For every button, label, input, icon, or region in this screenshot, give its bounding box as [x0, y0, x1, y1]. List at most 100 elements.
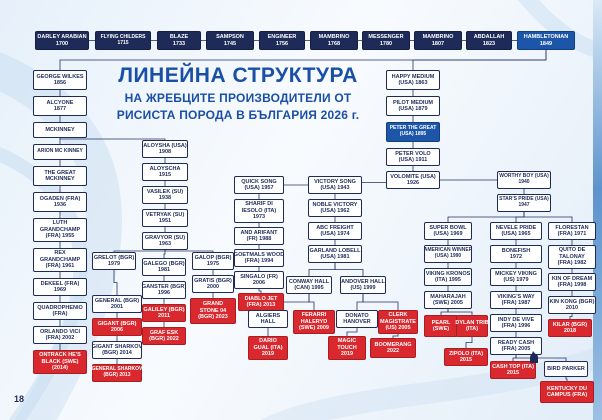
- edge-gravyor-galego: [163, 250, 166, 258]
- node-line: (FRA) 1971: [557, 231, 587, 237]
- node-line: FERARRI: [301, 312, 327, 319]
- node-line: 1936: [53, 202, 67, 208]
- node-line: VICTORY SONG: [314, 178, 356, 185]
- node-line: 1981: [157, 267, 171, 273]
- node-line: (FRA) 2002: [45, 335, 75, 341]
- node-line: 2006: [252, 280, 266, 286]
- node-diablo: DIABLO JET(FRA) 2013: [238, 293, 284, 311]
- node-line: ALOYSCHA: [149, 165, 181, 172]
- node-kilar: KILAR (BGR)2018: [548, 319, 592, 337]
- node-line: GOETMALS WOOD: [233, 251, 285, 258]
- node-peter_great: PETER THE GREAT(USA) 1895: [386, 122, 440, 142]
- node-line: SUPER BOWL: [429, 224, 467, 231]
- node-line: 2010: [565, 305, 579, 311]
- node-line: (BGR) 2023: [198, 314, 228, 321]
- node-line: BIRD PARKER: [547, 365, 585, 372]
- node-mickey: MICKEY VIKING(US) 1979: [490, 268, 542, 286]
- node-ogaden: OGADEN (FRA)1936: [33, 192, 87, 212]
- node-line: BONEFISH: [501, 247, 531, 254]
- node-goetmals: GOETMALS WOOD(FRA) 1994: [234, 249, 284, 267]
- node-line: VOLOMITE (USA): [390, 173, 436, 180]
- node-line: 1756: [275, 40, 289, 47]
- node-line: 2011: [158, 313, 170, 319]
- node-line: 2015: [506, 370, 520, 376]
- node-galop: GALOP (BGR)1975: [192, 252, 234, 270]
- node-line: 1996: [157, 290, 171, 296]
- node-singalo: SINGALO (FR)2006: [234, 271, 284, 289]
- node-line: 1807: [431, 40, 445, 47]
- node-ready: READY CASH(FRA) 2005: [490, 337, 542, 355]
- node-line: 1951: [158, 218, 172, 224]
- node-line: 1745: [223, 40, 237, 47]
- node-line: (FRA) 1987: [501, 300, 531, 306]
- node-line: INDY DE VIVE: [497, 316, 535, 323]
- node-line: 1768: [327, 40, 341, 47]
- node-vasilek: VASILEK (SU)1938: [142, 186, 188, 204]
- node-line: TALONAY: [559, 253, 585, 260]
- node-line: MAGISTRATE: [380, 318, 416, 325]
- node-line: KILAR (BGR): [552, 321, 588, 328]
- node-line: MAMBRINO: [318, 34, 350, 41]
- node-line: 1963: [158, 241, 172, 247]
- node-line: (2014): [52, 365, 68, 372]
- node-line: 2022: [386, 348, 400, 354]
- node-line: CLERK: [388, 312, 408, 319]
- node-line: 1979: [107, 261, 121, 267]
- node-line: GENERAL (BGR): [94, 297, 140, 304]
- title-line1: ЛИНЕЙНА СТРУКТУРА: [118, 64, 358, 87]
- edge-grelot-general: [113, 270, 118, 295]
- node-line: 2006: [110, 327, 124, 333]
- node-line: 1856: [53, 80, 67, 86]
- node-line: QUICK SONG: [241, 178, 277, 185]
- node-bird: BIRD PARKER: [544, 361, 588, 377]
- node-amwinner: AMERICAN WINNER(USA) 1990: [424, 245, 472, 263]
- node-line: PETER VOLO: [395, 150, 431, 157]
- node-line: AMERICAN WINNER: [423, 247, 473, 254]
- node-line: (BGR) 2013: [103, 372, 131, 378]
- node-line: (FRA) 2013: [246, 302, 276, 308]
- node-line: GRAVYOR (SU): [144, 234, 186, 241]
- node-line: PEARL: [431, 319, 451, 326]
- node-line: QUITO DE: [558, 247, 586, 254]
- node-vikings_way: VIKING'S WAY(FRA) 1987: [490, 291, 542, 309]
- node-line: MCKINNEY: [45, 126, 75, 133]
- node-general: GENERAL (BGR)2001: [92, 295, 142, 313]
- node-peter_volo: PETER VOLO(USA) 1911: [386, 148, 440, 166]
- node-line: 1877: [53, 106, 67, 112]
- node-cash_top: CASH TOP (ITA)2015: [490, 361, 536, 379]
- edge-garland-conway: [308, 263, 336, 276]
- node-line: 1700: [55, 40, 69, 47]
- node-line: (USA) 1962: [320, 208, 350, 214]
- node-arifant: AND ARIFANT(FR) 1988: [234, 227, 284, 245]
- title-line3: РИСИСТА ПОРОДА В БЪЛГАРИЯ 2026 г.: [116, 108, 360, 122]
- node-line: (US) 1979: [503, 277, 529, 283]
- node-florestan: FLORESTAN(FRA) 1971: [548, 222, 596, 240]
- node-quadro: QUADROPHENIO(FRA): [33, 302, 87, 320]
- node-line: MCKINNEY: [45, 176, 75, 182]
- node-line: CASH TOP (ITA): [492, 363, 534, 370]
- node-line: (FRA) 1982: [557, 260, 587, 267]
- node-line: SHARIF DI: [245, 201, 273, 208]
- node-line: (USA) 1911: [398, 157, 428, 163]
- node-line: KIN KONG (BGR): [549, 298, 595, 305]
- node-line: VIKING'S WAY: [497, 293, 535, 300]
- node-line: MAMBRINO: [422, 34, 454, 41]
- node-line: (USA) 1957: [244, 185, 274, 191]
- node-line: GANSTER (BGR): [141, 283, 187, 290]
- node-dylan: DYLAN TRIB(ITA): [455, 315, 489, 337]
- node-galego: GALEGO (BGR)1981: [142, 258, 186, 276]
- node-line: HALL: [260, 319, 276, 325]
- node-line: 1940: [518, 179, 530, 185]
- node-line: HANOVER: [343, 319, 371, 325]
